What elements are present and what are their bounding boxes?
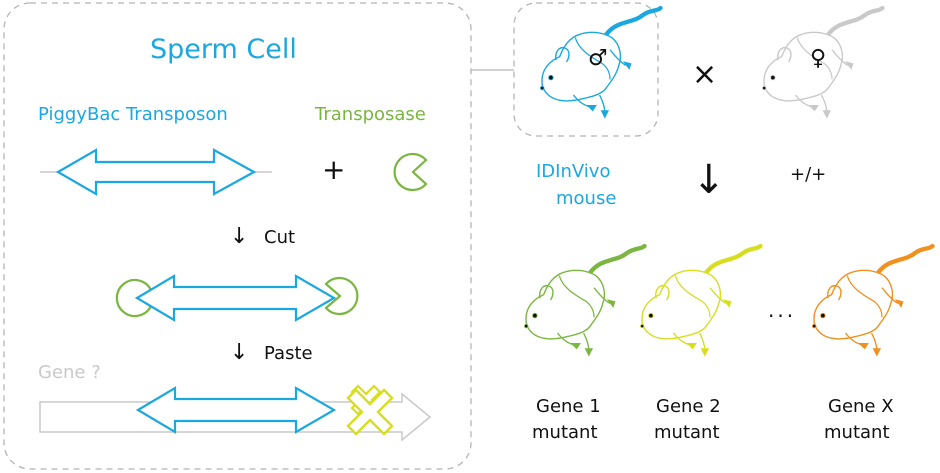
transposase-label: Transposase: [315, 104, 426, 125]
cross-sign: ×: [692, 57, 718, 92]
gene-label: Gene ?: [38, 362, 101, 383]
ellipsis: ...: [768, 298, 797, 322]
transposase-icon: [393, 152, 428, 192]
offspring-mouse-yellow-icon: [640, 246, 760, 356]
offspring-x-line1: Gene X: [828, 396, 894, 417]
sperm-cell-title: Sperm Cell: [150, 34, 297, 65]
transposon-label: PiggyBac Transposon: [38, 104, 228, 125]
male-symbol: ♂: [588, 46, 608, 71]
transposon-cut-arrow: [134, 274, 337, 322]
male-label-line2: mouse: [556, 188, 617, 209]
transposon-arrow: [55, 148, 257, 196]
plus-sign: +: [322, 153, 346, 186]
male-mouse-box: [513, 2, 659, 137]
transposon-inserted-arrow: [135, 386, 337, 434]
offspring-1-line1: Gene 1: [536, 396, 601, 417]
cut-label: Cut: [264, 227, 296, 248]
offspring-mouse-orange-icon: [812, 246, 932, 356]
offspring-x-line2: mutant: [824, 422, 890, 443]
transposase-left-icon: [115, 278, 152, 318]
cut-arrow-icon: ↓: [230, 224, 249, 249]
offspring-mouse-green-icon: [524, 246, 644, 356]
female-genotype-label: +/+: [790, 164, 827, 185]
paste-arrow-icon: ↓: [230, 340, 249, 365]
offspring-arrow-icon: ↓: [692, 157, 726, 203]
offspring-2-line1: Gene 2: [656, 396, 721, 417]
paste-label: Paste: [264, 343, 313, 364]
female-symbol: ♀: [810, 46, 827, 71]
offspring-2-line2: mutant: [654, 422, 720, 443]
offspring-1-line2: mutant: [532, 422, 598, 443]
gene-disruption-x-icon: [346, 384, 394, 436]
sperm-cell-panel: [3, 2, 472, 470]
male-label-line1: IDInVivo: [536, 161, 611, 182]
transposase-right-icon: [324, 276, 359, 316]
